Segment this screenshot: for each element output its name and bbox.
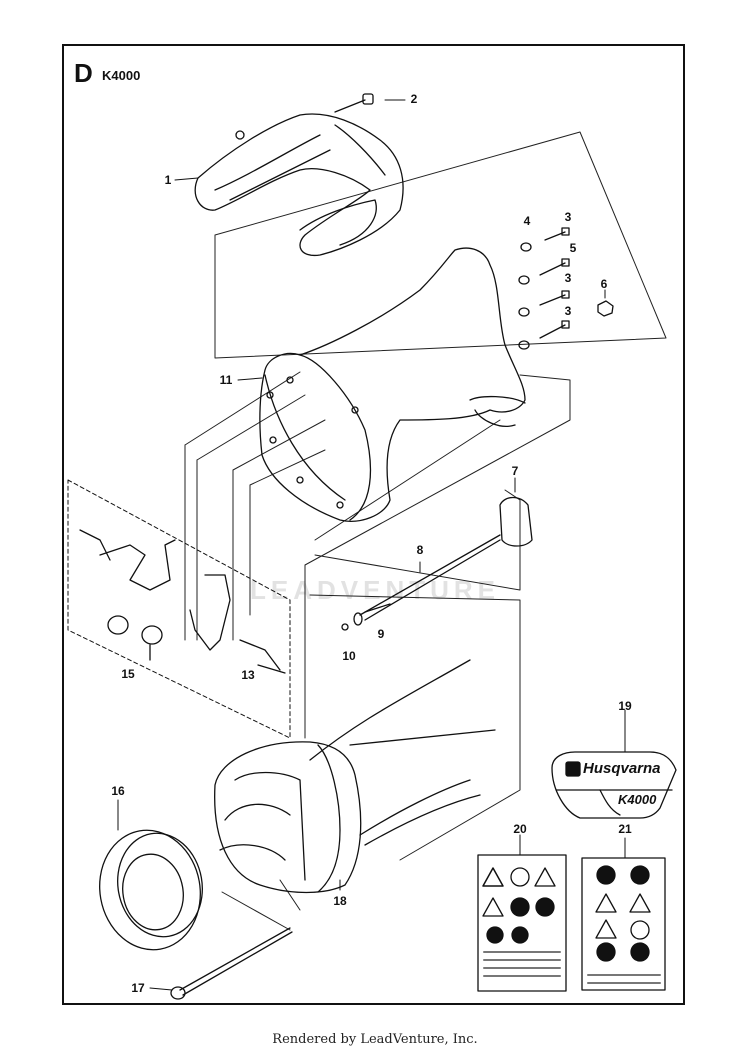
decal-model-text: K4000 <box>618 792 657 807</box>
decal-brand-text: Husqvarna <box>583 760 661 777</box>
callout-4: 4 <box>523 214 531 228</box>
part-screw-2 <box>334 93 374 113</box>
warning-label-20 <box>477 854 567 992</box>
part-motor-housing <box>259 247 526 522</box>
part-screws-washers <box>518 227 614 350</box>
callout-7: 7 <box>511 464 519 478</box>
model-label: K4000 <box>102 68 141 83</box>
part-brush-holder <box>79 529 286 674</box>
callout-8: 8 <box>416 543 424 557</box>
callout-17: 17 <box>131 981 145 995</box>
part-disc <box>99 829 203 951</box>
callout-15: 15 <box>121 667 135 681</box>
diagram-frame <box>62 44 685 1005</box>
callout-9: 9 <box>377 627 385 641</box>
callout-20: 20 <box>513 822 527 836</box>
callout-10: 10 <box>342 649 356 663</box>
warning-label-21 <box>581 857 666 991</box>
callout-3a: 3 <box>564 210 572 224</box>
part-handle-cover <box>194 113 404 257</box>
callout-18: 18 <box>333 894 347 908</box>
watermark: LEADVENTURE <box>250 575 501 605</box>
callout-2: 2 <box>410 92 418 106</box>
section-letter: D <box>74 58 93 88</box>
callout-16: 16 <box>111 784 125 798</box>
callout-11: 11 <box>219 373 233 387</box>
decal-husqvarna <box>551 751 677 819</box>
part-connector-cable <box>341 496 533 631</box>
callout-6: 6 <box>600 277 608 291</box>
callout-19: 19 <box>618 699 632 713</box>
callout-3c: 3 <box>564 304 572 318</box>
callout-5: 5 <box>569 241 577 255</box>
assembly-guide-lines <box>184 131 667 931</box>
callout-13: 13 <box>241 668 255 682</box>
brush-kit-box <box>67 479 291 739</box>
part-long-bolt <box>170 927 293 1000</box>
part-stator <box>214 659 496 894</box>
callout-21: 21 <box>618 822 632 836</box>
callout-3b: 3 <box>564 271 572 285</box>
callout-leaders <box>117 99 626 991</box>
footer-credit: Rendered by LeadVenture, Inc. <box>272 1032 478 1047</box>
callout-1: 1 <box>164 173 172 187</box>
